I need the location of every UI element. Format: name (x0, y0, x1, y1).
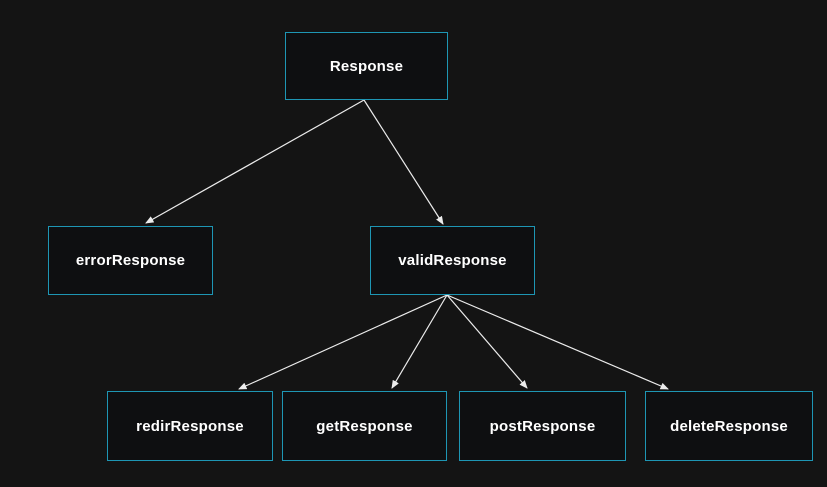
node-response: Response (285, 32, 448, 100)
node-valid-response: validResponse (370, 226, 535, 295)
edge-response-to-validresponse (363, 99, 444, 225)
node-redir-response: redirResponse (107, 391, 273, 461)
node-redir-response-label: redirResponse (136, 417, 244, 435)
node-delete-response-label: deleteResponse (670, 417, 788, 435)
node-valid-response-label: validResponse (398, 252, 507, 269)
edge-validresponse-to-deleteresponse (446, 294, 669, 390)
node-error-response: errorResponse (48, 226, 213, 295)
node-error-response-label: errorResponse (75, 252, 186, 269)
node-response-label: Response (329, 57, 404, 75)
edge-validresponse-to-getresponse (391, 294, 448, 389)
node-delete-response: deleteResponse (645, 391, 813, 461)
edge-validresponse-to-redirresponse (238, 294, 448, 390)
edge-validresponse-to-postresponse (446, 294, 528, 389)
node-get-response: getResponse (282, 391, 447, 461)
node-post-response: postResponse (459, 391, 626, 461)
edge-response-to-errorresponse (145, 99, 365, 224)
node-post-response-label: postResponse (489, 417, 596, 435)
node-get-response-label: getResponse (316, 417, 413, 435)
